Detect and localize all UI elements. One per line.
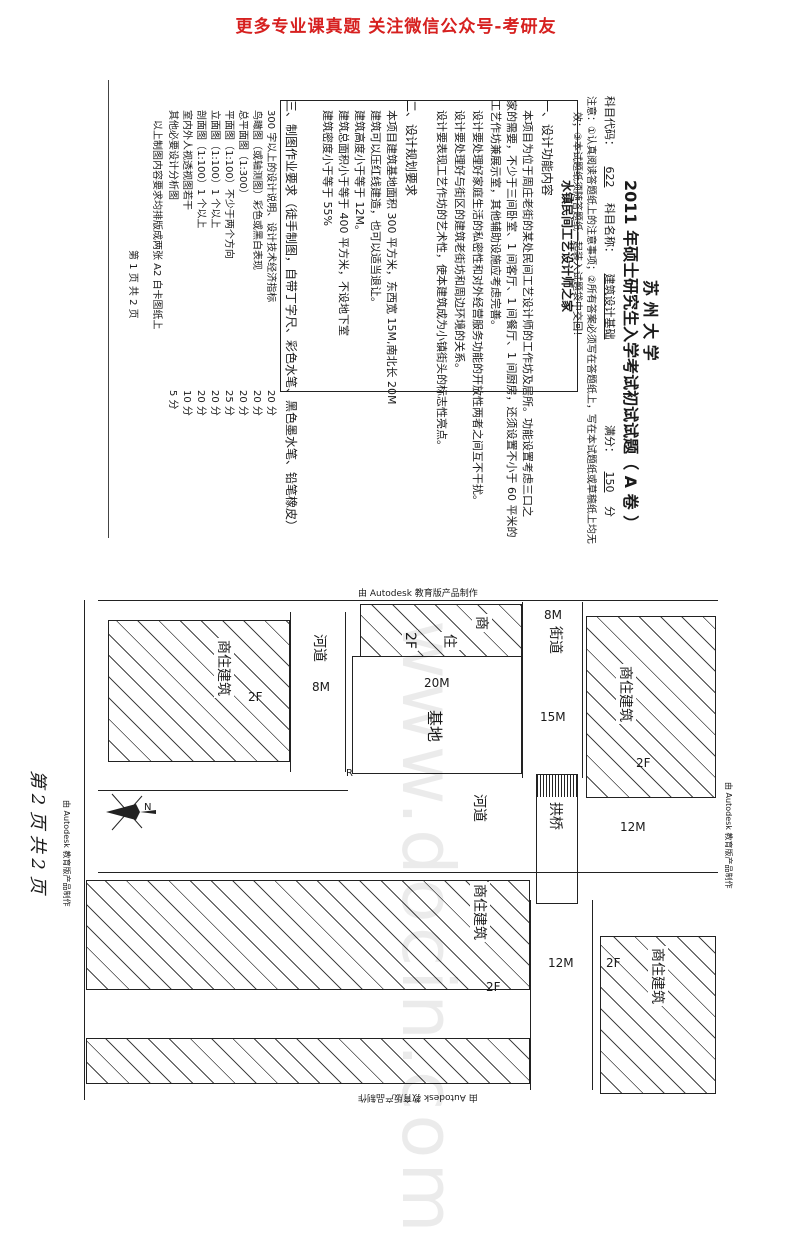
label-arch-bridge: 拱桥 [546,800,566,832]
req-item-1: 300 字以上的设计说明、设计技术经济指标 [265,110,276,303]
req-pts-7: 10 分 [181,390,192,416]
label-2f-top-left: 2F [248,690,263,704]
section-2-line-3: 建筑高度小于等于 12M。 [353,110,366,236]
label-2f-bottom-left: 2F [486,980,501,994]
autodesk-stamp-top: 由 Autodesk 教育版产品制作 [358,589,478,599]
north-arrow-icon [106,793,156,831]
code-label: 科目代码： [603,96,616,151]
score-label: 满分： [603,425,616,458]
building-bottom-strip [86,1038,530,1084]
section-3-title: 三、制图作业要求（徒手制图，自带丁字尺、彩色水笔、黑色墨水笔、铅笔橡皮） [284,100,298,533]
section-2-line-1: 本项目建筑基地面积 300 平方米，东西宽 15M,南北长 20M [385,110,398,405]
section-1-line-1: 本项目为位于周庄老街的某处民间工艺设计师的工作坊及居所。功能设置考虑三口之 [521,110,534,517]
req-pts-4: 25 分 [223,390,234,416]
label-building-bottom-left: 商住建筑 [470,882,490,942]
score-value: 150 [603,471,616,493]
req-item-7: 室内外人视透视图若干 [181,110,192,210]
dim-12m-a: 12M [620,820,646,834]
north-label: N [144,802,152,813]
street-edge-1 [522,602,523,778]
req-item-8: 其他必要设计分析图 [167,110,178,200]
req-pts-5: 20 分 [209,390,220,416]
req-pts-1: 20 分 [265,390,276,416]
dim-20m: 20M [424,676,450,690]
note-line-1: 注意：①认真阅读答题纸上的注意事项；②所有答案必须写在答题纸上，写在本试题纸或草… [585,96,596,544]
section-2-title: 二、设计规划要求 [404,100,418,197]
label-2f-top-right: 2F [636,756,651,770]
label-building-top-left: 商住建筑 [214,638,234,698]
req-pts-2: 20 分 [251,390,262,416]
handwritten-page-marker: 第 2 页 共 2 页 [27,770,48,894]
section-1-line-4: 设计要处理好家庭生活的私密性和对外经营服务功能的开放性两者之间互不干扰。 [471,110,484,506]
exam-theme: 水镇民间工艺设计师之家 [560,180,574,313]
autodesk-stamp-left: 由 Autodesk 教育版产品制作 [62,800,71,907]
req-item-4: 平面图（1:100）不少于两个方向 [223,110,234,259]
req-pts-6: 20 分 [195,390,206,416]
section-1-line-3: 工艺作坊兼展示室，其他辅助设施应考虑完善。 [489,100,502,331]
dim-12m-b: 12M [548,956,574,970]
exam-content-box [280,100,578,392]
site-plan: 由 Autodesk 教育版产品制作 由 Autodesk 教育版产品制作 由 … [0,560,792,1237]
section-2-line-5: 建筑密度小于等于 55% [321,110,334,226]
subject-label: 科目名称： [603,203,616,258]
label-2f-bottom-right: 2F [606,956,621,970]
dim-8m-left: 8M [312,680,330,694]
label-radius: R [346,768,353,779]
section-1-line-6: 设计要表现工艺作坊的艺术性，使本建筑成为小镇街头的标志性亮点。 [435,110,448,451]
label-shang: 商 [472,614,492,632]
building-top-left [108,620,290,762]
dim-15m: 15M [540,710,566,724]
plan-left-border [84,600,85,1100]
promo-banner: 更多专业课真题 关注微信公众号-考研友 [235,17,557,37]
exam-page [108,80,685,538]
section-1-line-5: 设计要处理好与街区的建筑老街坊和周边环境的关系。 [453,110,466,374]
bridge-steps-top [537,775,577,797]
req-pts-3: 20 分 [237,390,248,416]
exam-title: 2011 年硕士研究生入学考试初试试题（ A 卷 ） [621,180,640,532]
road-edge-3 [98,790,348,791]
river-edge-2 [530,900,531,1090]
score-unit: 分 [603,506,616,517]
street-edge-2 [582,602,583,778]
building-top-right [586,616,716,798]
river-edge-3 [592,900,593,1090]
section-1-title: 一、设计功能内容 [540,100,554,197]
watermark: www.docin.com [386,620,470,1237]
plan-top-border [98,600,718,601]
req-item-6: 剖面图（1:100）1 个以上 [195,110,206,229]
arch-bridge [536,774,578,904]
req-item-9: 以上制图内容要求均排版成两张 A2 白卡图纸上 [151,120,162,330]
label-river-top: 河道 [310,632,330,664]
road-edge-1 [290,612,291,772]
section-2-line-4: 建筑总面积小于等于 400 平方米，不设地下室 [337,110,350,336]
subject-value: 建筑设计基础 [603,273,616,340]
subject-code-row: 科目代码： 622 科目名称： 建筑设计基础 满分： 150 分 [602,96,618,517]
section-1-line-2: 家的需要，不少于三间卧室、1 间客厅、1 间餐厅、1 间厨房，还须设置不小于 6… [505,100,518,538]
dim-8m-top: 8M [544,608,562,622]
req-item-5: 立面图（1:100）1 个以上 [209,110,220,229]
req-pts-8: 5 分 [167,390,178,410]
label-building-top-right: 商住建筑 [616,664,636,724]
req-item-2: 鸟瞰图（或轴测图）彩色或黑白表现 [251,110,262,270]
building-bottom-left [86,880,530,990]
autodesk-stamp-right: 由 Autodesk 教育版产品制作 [724,782,733,889]
road-edge-2 [345,612,346,772]
river-edge-1 [98,872,718,873]
req-item-3: 总平面图（1:300） [237,110,248,199]
label-building-bottom-right: 商住建筑 [648,946,668,1006]
page-number-1: 第 1 页 共 2 页 [127,250,138,319]
label-street: 街道 [546,624,566,656]
section-2-line-2: 建筑可以压红线建造，也可以适当退让。 [369,110,382,308]
label-river-middle: 河道 [470,792,490,824]
code-value: 622 [603,166,616,188]
